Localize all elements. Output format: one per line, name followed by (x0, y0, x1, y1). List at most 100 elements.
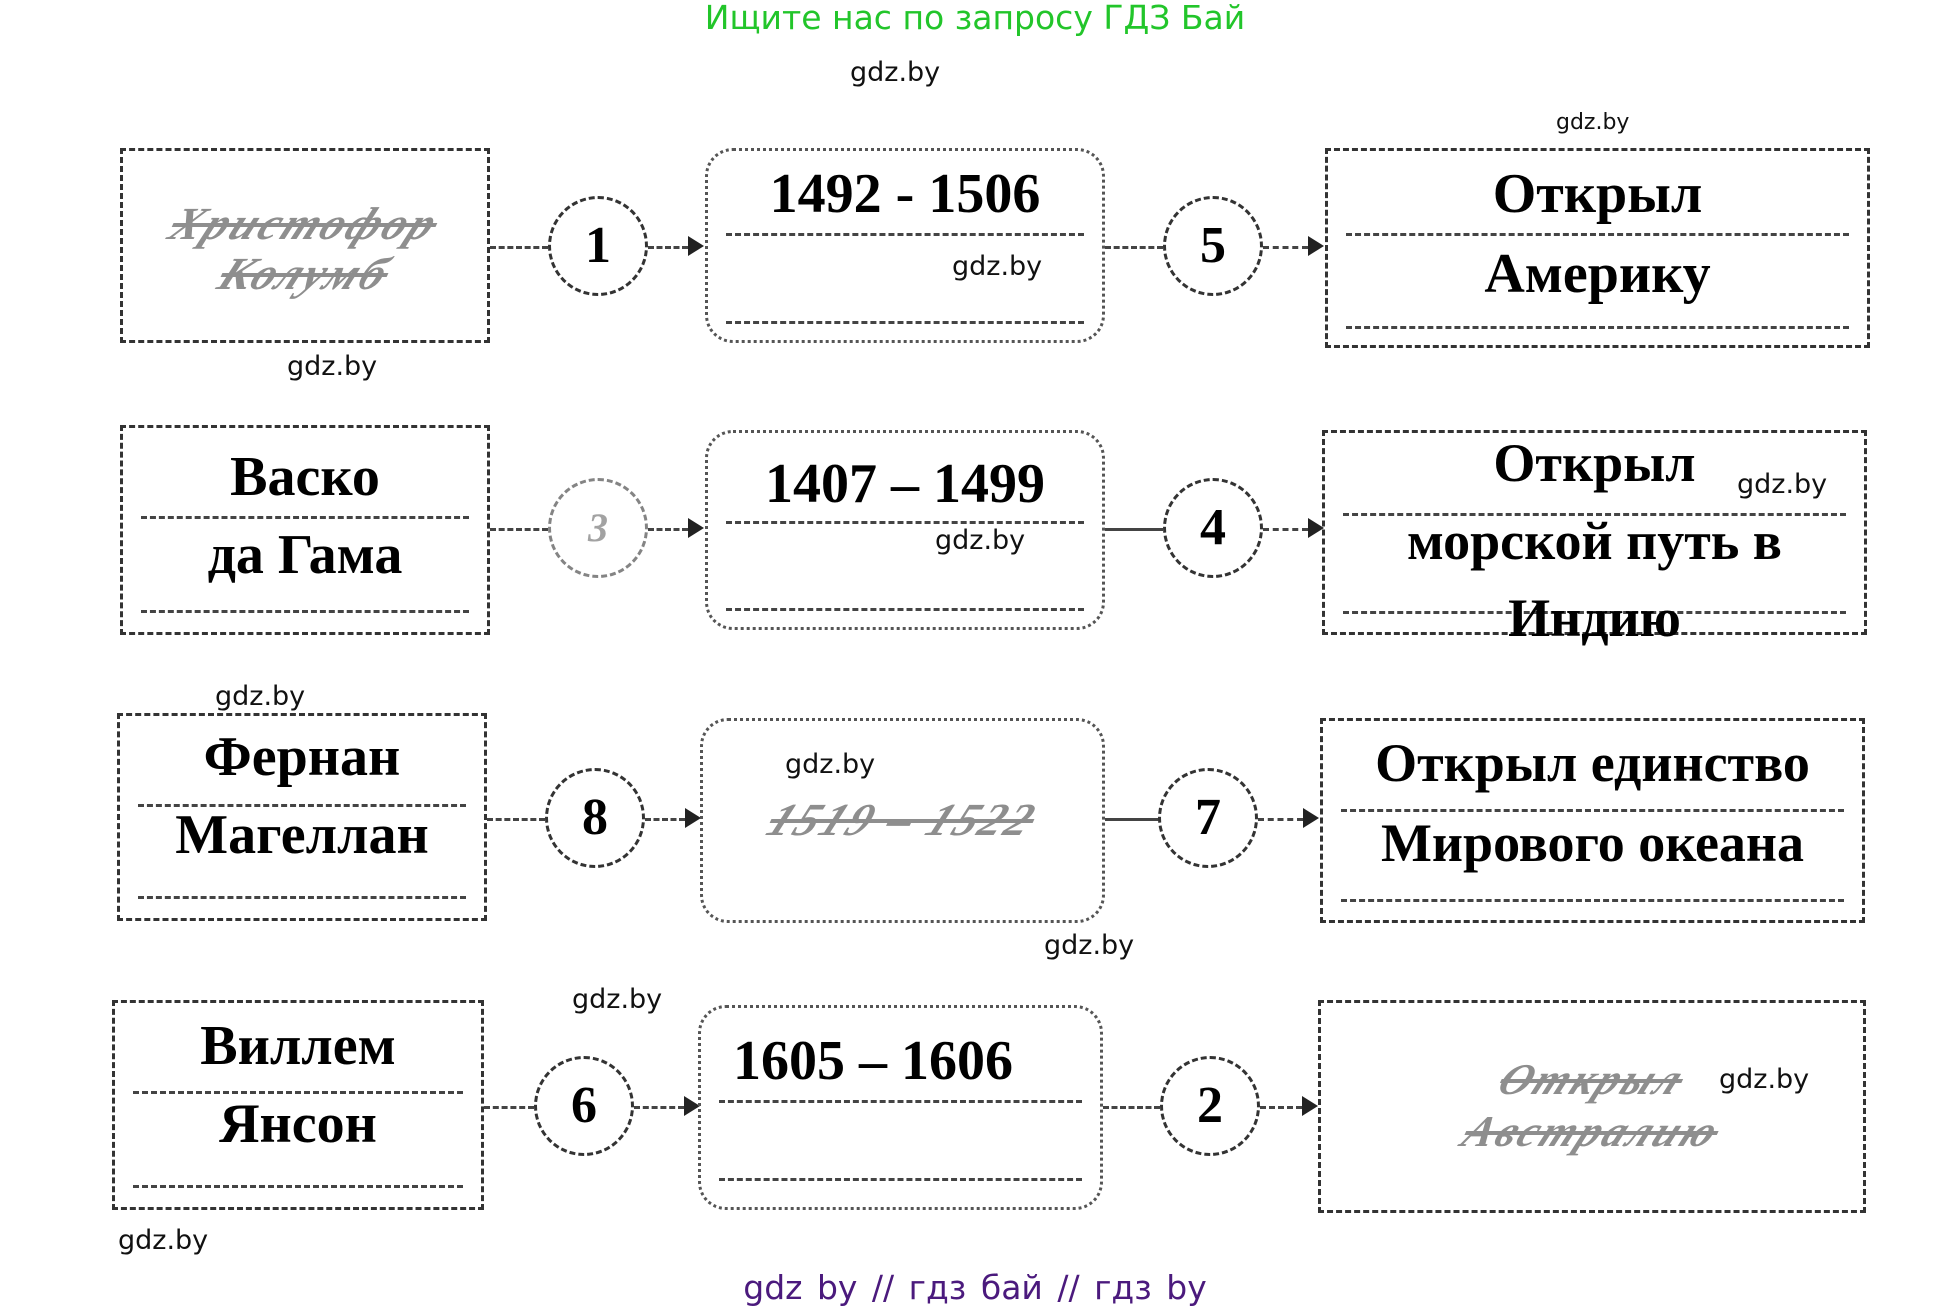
footer-links: gdz by // гдз бай // гдз by (743, 1268, 1207, 1307)
explorer-box: Фернан Магеллан (117, 713, 487, 921)
dates-box: 1519 – 1522 (700, 718, 1105, 923)
dates-box: 1605 – 1606 (698, 1005, 1103, 1210)
answer-line (726, 233, 1084, 236)
connector-line (1263, 528, 1308, 531)
answer-line (726, 608, 1084, 611)
achievement-box: Открыл Австралию (1318, 1000, 1866, 1213)
dates-box: 1492 - 1506 (705, 148, 1105, 343)
connector-line (1103, 1106, 1160, 1109)
answer-line (1341, 809, 1844, 812)
watermark: gdz.by (1044, 930, 1135, 961)
achievement-line2: Австралию (1454, 1107, 1730, 1156)
arrow-right-icon (1308, 236, 1324, 256)
explorer-name-line2: да Гама (207, 524, 403, 586)
dates-text: 1492 - 1506 (769, 163, 1041, 225)
answer-line (719, 1178, 1082, 1181)
answer-line (141, 516, 469, 519)
answer-line (726, 521, 1084, 524)
diagram-row-da-gama: Васко да Гама 3 1407 – 1499 4 Открыл мор… (0, 425, 1950, 648)
achievement-line1: Открыл (1492, 163, 1703, 225)
answer-line (1346, 233, 1849, 236)
number-circle: 1 (548, 196, 648, 296)
number-circle: 7 (1158, 768, 1258, 868)
achievement-line2: Америку (1484, 243, 1711, 305)
connector-line (634, 1106, 684, 1109)
explorer-name-line1: Васко (230, 446, 380, 508)
answer-line (133, 1185, 463, 1188)
connector-line (1105, 246, 1163, 249)
connector-line (1258, 818, 1303, 821)
arrow-right-icon (684, 1096, 700, 1116)
explorer-box: Виллем Янсон (112, 1000, 484, 1210)
explorer-box: Васко да Гама (120, 425, 490, 635)
answer-line (141, 610, 469, 613)
watermark: gdz.by (287, 351, 378, 382)
connector-line (490, 528, 548, 531)
arrow-right-icon (1302, 1096, 1318, 1116)
answer-line (133, 1091, 463, 1094)
answer-line (1341, 899, 1844, 902)
answer-line (1346, 326, 1849, 329)
dates-box: 1407 – 1499 (705, 430, 1105, 630)
achievement-box: Открыл единство Мирового океана (1320, 718, 1865, 923)
search-banner: Ищите нас по запросу ГДЗ Бай (704, 0, 1246, 37)
diagram-row-janszoon: Виллем Янсон 6 1605 – 1606 2 Открыл Авст… (0, 1000, 1950, 1215)
explorer-name-line2: Колумб (210, 248, 401, 299)
diagram-row-columbus: Христофор Колумб 1 1492 - 1506 5 Открыл … (0, 148, 1950, 348)
connector-line (648, 246, 688, 249)
number-circle: 5 (1163, 196, 1263, 296)
number-circle: 8 (545, 768, 645, 868)
achievement-line1: Открыл (1493, 433, 1696, 493)
achievement-line2: Мирового океана (1380, 813, 1805, 873)
dates-text: 1519 – 1522 (759, 794, 1047, 845)
number-circle: 3 (548, 478, 648, 578)
achievement-box: Открыл морской путь в Индию (1322, 430, 1867, 648)
connector-line (484, 1106, 534, 1109)
connector-line (490, 246, 548, 249)
achievement-line1: Открыл (1490, 1055, 1695, 1104)
answer-line (719, 1100, 1082, 1103)
answer-line (138, 804, 466, 807)
number-circle: 6 (534, 1056, 634, 1156)
explorer-name-line1: Фернан (203, 726, 401, 788)
connector-line (1105, 528, 1163, 531)
answer-line (726, 321, 1084, 324)
dates-text: 1605 – 1606 (733, 1030, 1013, 1092)
answer-line (1343, 513, 1846, 516)
watermark: gdz.by (1737, 469, 1828, 500)
answer-line (138, 896, 466, 899)
explorer-name-line2: Магеллан (175, 804, 429, 866)
connector-line (487, 818, 545, 821)
explorer-name-line1: Виллем (200, 1015, 396, 1077)
explorer-box: Христофор Колумб (120, 148, 490, 343)
answer-line (1343, 611, 1846, 614)
arrow-right-icon (688, 518, 704, 538)
watermark: gdz.by (785, 749, 876, 780)
connector-line (648, 528, 688, 531)
explorer-name-line1: Христофор (161, 198, 450, 249)
watermark: gdz.by (118, 1225, 209, 1256)
arrow-right-icon (685, 808, 701, 828)
connector-line (1263, 246, 1308, 249)
achievement-line1: Открыл единство (1375, 733, 1810, 793)
watermark: gdz.by (850, 57, 941, 88)
watermark: gdz.by (572, 984, 663, 1015)
explorer-name-line2: Янсон (219, 1093, 377, 1155)
watermark: gdz.by (1556, 110, 1630, 135)
watermark: gdz.by (952, 251, 1043, 282)
watermark: gdz.by (215, 681, 306, 712)
number-circle: 4 (1163, 478, 1263, 578)
diagram-row-magellan: Фернан Магеллан 8 1519 – 1522 7 Открыл е… (0, 713, 1950, 928)
arrow-right-icon (688, 236, 704, 256)
achievement-box: Открыл Америку (1325, 148, 1870, 348)
dates-text: 1407 – 1499 (765, 453, 1045, 515)
connector-line (645, 818, 685, 821)
watermark: gdz.by (1719, 1064, 1810, 1095)
arrow-right-icon (1303, 808, 1319, 828)
number-circle: 2 (1160, 1056, 1260, 1156)
connector-line (1260, 1106, 1302, 1109)
connector-line (1105, 818, 1160, 821)
achievement-line3: Индию (1508, 588, 1681, 648)
achievement-line2: морской путь в (1407, 511, 1782, 571)
watermark: gdz.by (935, 525, 1026, 556)
